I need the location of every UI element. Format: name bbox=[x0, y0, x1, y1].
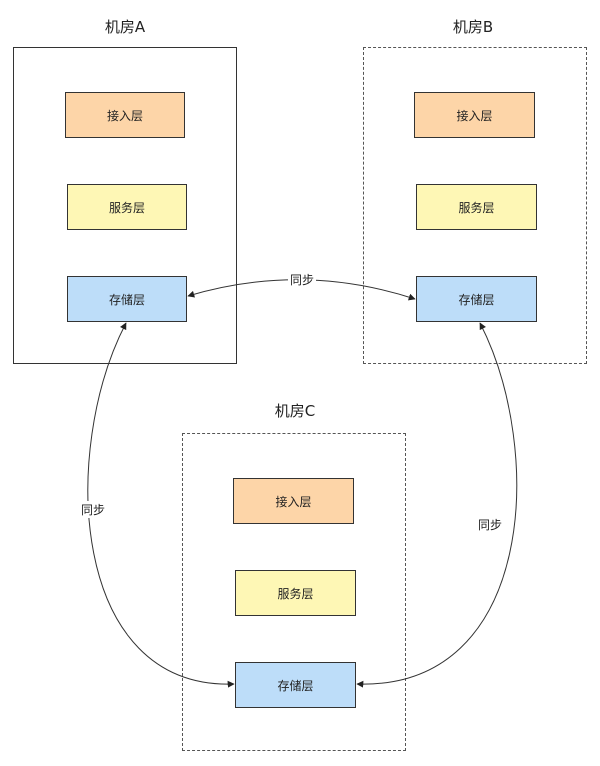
datacenter-a-title: 机房A bbox=[104, 18, 146, 36]
sync-arrow-a-c bbox=[87, 322, 235, 688]
datacenter-b-access-layer: 接入层 bbox=[414, 92, 535, 138]
sync-label-b-c: 同步 bbox=[476, 516, 505, 533]
datacenter-b-title: 机房B bbox=[452, 18, 494, 36]
datacenter-a-access-layer: 接入层 bbox=[65, 92, 185, 138]
datacenter-c-storage-layer: 存储层 bbox=[235, 662, 356, 708]
datacenter-c-service-layer: 服务层 bbox=[235, 570, 356, 616]
datacenter-a-storage-layer: 存储层 bbox=[67, 276, 187, 322]
datacenter-c-access-layer: 接入层 bbox=[233, 478, 354, 524]
datacenter-a-service-layer: 服务层 bbox=[67, 184, 187, 230]
sync-arrow-b-c bbox=[356, 322, 518, 688]
sync-label-a-b: 同步 bbox=[288, 271, 317, 288]
datacenter-b-service-layer: 服务层 bbox=[416, 184, 537, 230]
datacenter-b-storage-layer: 存储层 bbox=[416, 276, 537, 322]
datacenter-c-title: 机房C bbox=[274, 402, 316, 420]
sync-label-a-c: 同步 bbox=[79, 501, 108, 518]
